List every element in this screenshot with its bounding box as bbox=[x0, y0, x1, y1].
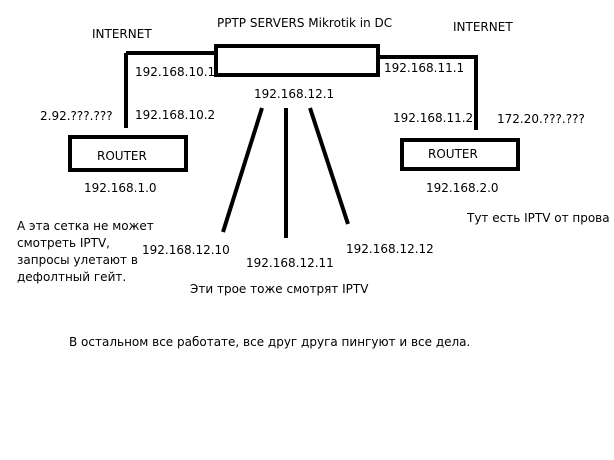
client-ip-3: 192.168.12.12 bbox=[346, 242, 434, 256]
internet-label-right: INTERNET bbox=[453, 20, 513, 34]
client-link-1 bbox=[221, 107, 264, 233]
client-link-3 bbox=[308, 107, 350, 225]
server-ip-left: 192.168.10.1 bbox=[135, 65, 216, 79]
clients-note: Эти трое тоже смотрят IPTV bbox=[190, 282, 369, 296]
server-ip-right: 192.168.11.1 bbox=[384, 61, 465, 75]
left-router-label: ROUTER bbox=[97, 149, 147, 163]
client-ip-2: 192.168.12.11 bbox=[246, 256, 334, 270]
right-note: Тут есть IPTV от прова bbox=[467, 211, 610, 225]
pptp-server-box bbox=[214, 44, 380, 77]
right-wan-ip: 172.20.???.??? bbox=[497, 112, 585, 126]
right-link-ip: 192.168.11.2 bbox=[393, 111, 474, 125]
server-ip-bottom: 192.168.12.1 bbox=[254, 87, 335, 101]
left-note: А эта сетка не может смотреть IPTV, запр… bbox=[17, 219, 154, 284]
left-wan-ip: 2.92.???.??? bbox=[40, 109, 113, 123]
left-router-box bbox=[68, 135, 188, 172]
servers-title: PPTP SERVERS Mikrotik in DC bbox=[217, 16, 393, 30]
right-router-box bbox=[400, 138, 520, 171]
right-lan-ip: 192.168.2.0 bbox=[426, 181, 499, 195]
right-router-label: ROUTER bbox=[428, 147, 478, 161]
left-lan-ip: 192.168.1.0 bbox=[84, 181, 157, 195]
left-link-ip: 192.168.10.2 bbox=[135, 108, 216, 122]
client-ip-1: 192.168.12.10 bbox=[142, 243, 230, 257]
footer-note: В остальном все работате, все друг друга… bbox=[69, 335, 471, 349]
internet-label-left: INTERNET bbox=[92, 27, 152, 41]
